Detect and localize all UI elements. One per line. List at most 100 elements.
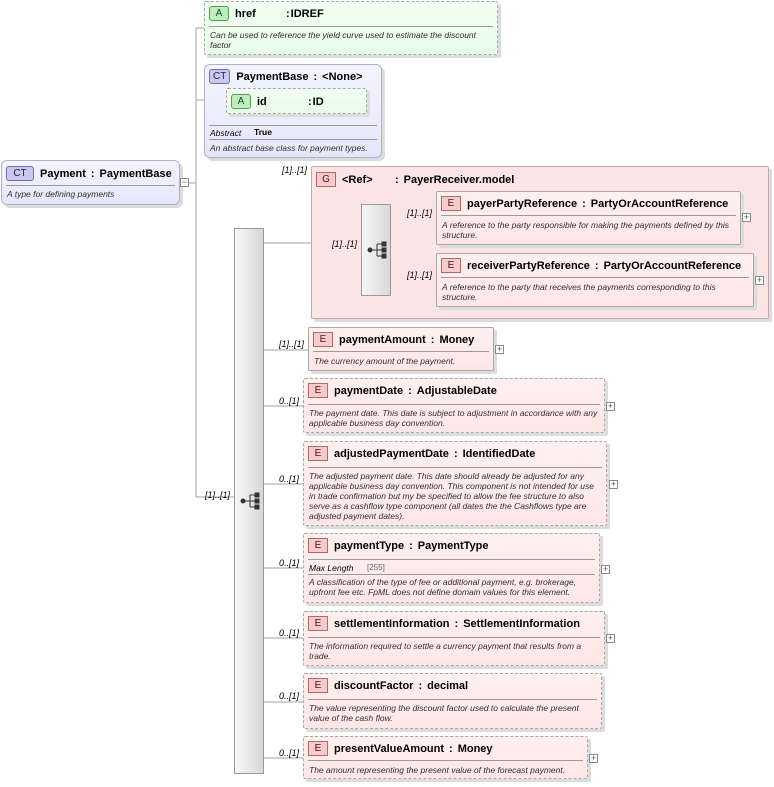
separator: :: [418, 679, 423, 692]
element-description: A reference to the party that receives t…: [442, 282, 716, 302]
element-badge: E: [441, 258, 461, 273]
element-paymentdate[interactable]: E paymentDate : AdjustableDate The payme…: [303, 378, 605, 433]
separator: :: [409, 539, 413, 552]
element-badge: E: [308, 446, 328, 461]
element-description: A classification of the type of fee or a…: [309, 577, 577, 597]
facet-value: [255]: [367, 563, 385, 572]
facet-label: Max Length: [309, 563, 354, 573]
separator: :: [454, 617, 459, 630]
attribute-name: id: [257, 95, 267, 108]
element-cardinality: [1]..[1]: [407, 208, 433, 218]
element-cardinality: 0..[1]: [279, 558, 300, 568]
separator: :: [286, 7, 290, 20]
abstract-label: Abstract: [210, 128, 242, 138]
element-presentvalueamount[interactable]: E presentValueAmount : Money The amount …: [303, 736, 588, 779]
complex-type-description: A type for defining payments: [7, 189, 115, 199]
element-badge: E: [308, 538, 328, 553]
element-type: AdjustableDate: [416, 384, 497, 397]
element-cardinality: 0..[1]: [279, 748, 300, 758]
separator: :: [430, 333, 435, 346]
expand-icon[interactable]: +: [609, 479, 618, 489]
element-description: The adjusted payment date. This date sho…: [309, 471, 594, 521]
element-type: Money: [457, 742, 493, 755]
element-type: PaymentType: [417, 539, 489, 552]
attribute-name: href: [235, 7, 256, 20]
element-paymenttype[interactable]: E paymentType : PaymentType Max Length […: [303, 533, 600, 603]
attribute-id[interactable]: A id : ID: [226, 88, 367, 114]
separator: :: [408, 384, 412, 397]
separator: :: [594, 259, 599, 272]
expand-icon[interactable]: +: [606, 633, 615, 643]
attribute-href[interactable]: A href : IDREF Can be used to reference …: [204, 1, 498, 55]
element-badge: E: [308, 678, 328, 693]
element-settlementinformation[interactable]: E settlementInformation : SettlementInfo…: [303, 611, 605, 666]
element-badge: E: [308, 741, 328, 756]
expand-icon[interactable]: +: [601, 564, 610, 574]
attribute-type: ID: [312, 95, 324, 108]
separator: :: [582, 197, 586, 210]
divider: [308, 699, 597, 700]
group-badge: G: [316, 172, 336, 187]
divider: [441, 215, 736, 216]
sequence-icon: [367, 241, 387, 259]
divider: [308, 559, 595, 560]
element-description: The information required to settle a cur…: [309, 641, 582, 661]
divider: [308, 637, 600, 638]
expand-icon[interactable]: +: [589, 753, 598, 763]
divider: [308, 574, 595, 575]
separator: :: [453, 447, 458, 460]
element-name: paymentAmount: [339, 333, 426, 346]
element-badge: E: [308, 616, 328, 631]
element-paymentamount[interactable]: E paymentAmount : Money The currency amo…: [308, 327, 494, 371]
element-badge: E: [308, 383, 328, 398]
element-name: settlementInformation: [334, 617, 450, 630]
expand-icon[interactable]: +: [742, 212, 751, 222]
element-badge: E: [441, 196, 461, 211]
abstract-value: True: [254, 127, 272, 137]
separator: :: [90, 167, 95, 180]
element-name: paymentDate: [334, 384, 404, 397]
element-cardinality: [1]..[1]: [407, 270, 433, 280]
expand-icon[interactable]: +: [606, 401, 615, 411]
attribute-type: IDREF: [290, 7, 324, 20]
element-cardinality: 0..[1]: [279, 474, 300, 484]
element-type: IdentifiedDate: [462, 447, 536, 460]
payment-complex-type[interactable]: CT Payment : PaymentBase A type for defi…: [1, 160, 180, 205]
element-adjustedpaymentdate[interactable]: E adjustedPaymentDate : IdentifiedDate T…: [303, 441, 607, 526]
divider: [308, 760, 583, 761]
element-type: Money: [439, 333, 475, 346]
element-description: The currency amount of the payment.: [314, 356, 456, 366]
complex-type-description: An abstract base class for payment types…: [210, 143, 368, 153]
complex-type-base: <None>: [322, 70, 363, 83]
separator: :: [313, 70, 318, 83]
element-cardinality: 0..[1]: [279, 628, 300, 638]
element-payerpartyreference[interactable]: E payerPartyReference : PartyOrAccountRe…: [436, 191, 741, 245]
expand-icon[interactable]: +: [755, 275, 764, 285]
complex-type-base: PaymentBase: [99, 167, 172, 180]
complex-type-name: PaymentBase: [236, 70, 309, 83]
element-cardinality: [1]..[1]: [279, 339, 305, 349]
element-name: adjustedPaymentDate: [334, 447, 449, 460]
separator: :: [395, 173, 399, 186]
element-description: The payment date. This date is subject t…: [309, 408, 598, 428]
separator: :: [308, 95, 312, 108]
group-sequence-cardinality: [1]..[1]: [332, 239, 358, 249]
attribute-description: Can be used to reference the yield curve…: [210, 30, 477, 50]
element-type: SettlementInformation: [463, 617, 580, 630]
separator: :: [449, 742, 453, 755]
attribute-badge: A: [231, 94, 251, 109]
element-cardinality: 0..[1]: [279, 691, 300, 701]
divider: [209, 125, 377, 126]
element-name: paymentType: [334, 539, 405, 552]
element-discountfactor[interactable]: E discountFactor : decimal The value rep…: [303, 673, 602, 729]
sequence-cardinality: [1]..[1]: [205, 490, 231, 500]
element-description: The amount representing the present valu…: [309, 765, 566, 775]
element-badge: E: [313, 332, 333, 347]
element-name: payerPartyReference: [467, 197, 578, 210]
complex-type-badge: CT: [209, 69, 231, 84]
element-receiverpartyreference[interactable]: E receiverPartyReference : PartyOrAccoun…: [436, 253, 754, 307]
attribute-badge: A: [209, 6, 229, 21]
expand-icon[interactable]: +: [495, 344, 504, 354]
divider: [6, 185, 175, 186]
expand-toggle-icon[interactable]: −: [180, 177, 189, 187]
